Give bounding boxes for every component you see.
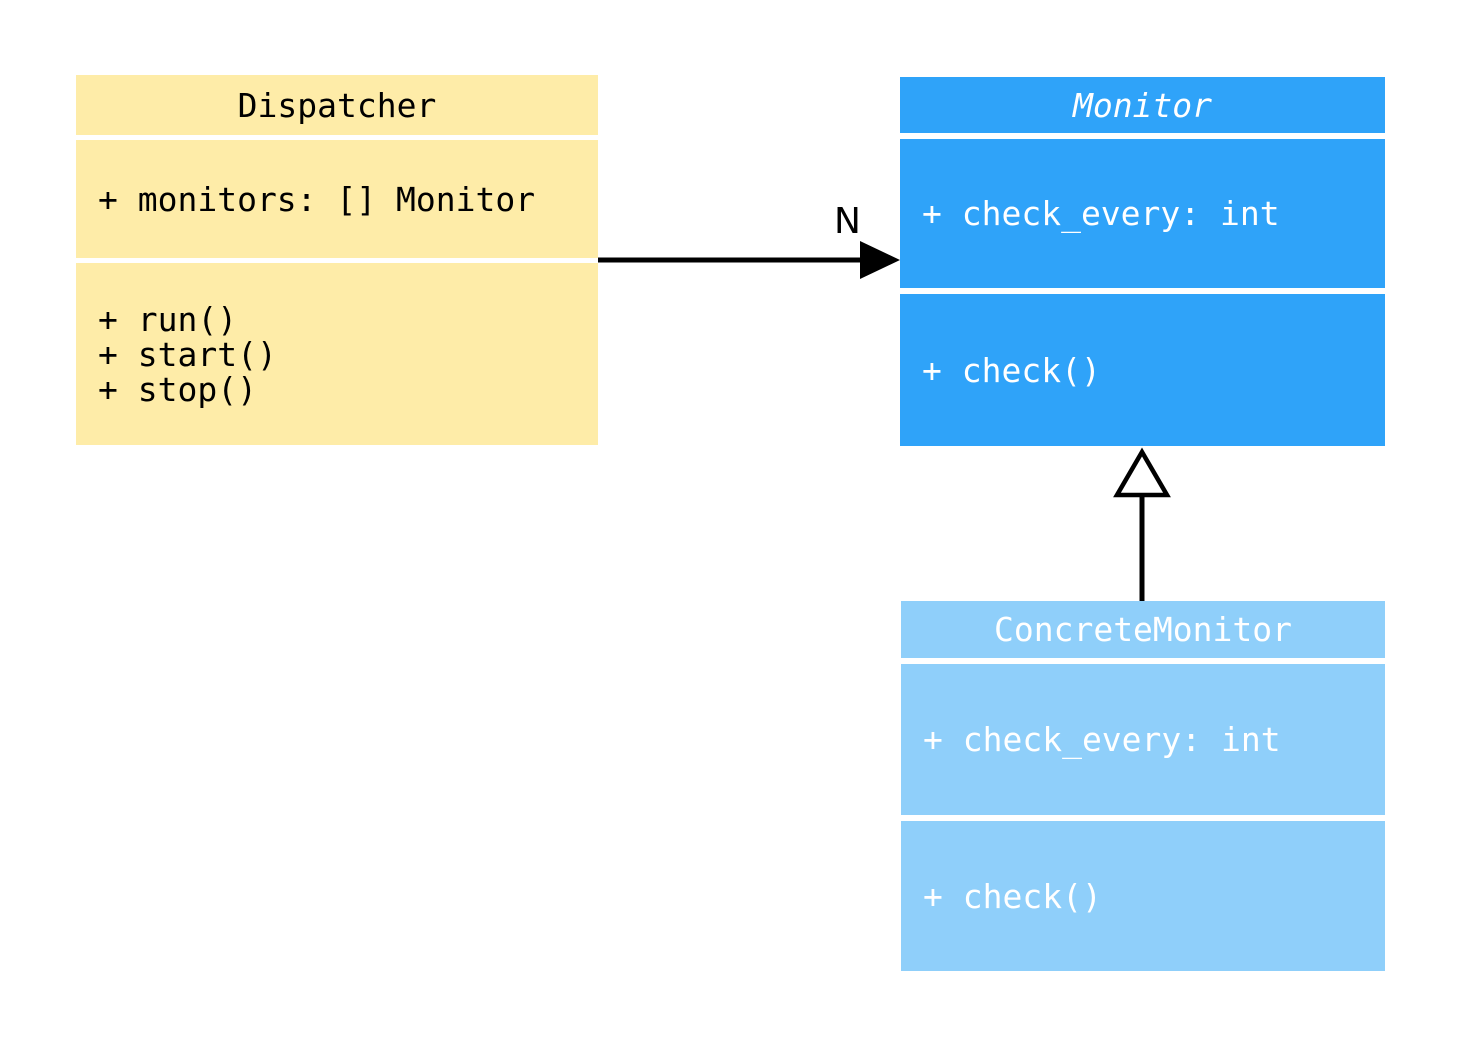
- methods-section-monitor: + check(): [900, 294, 1385, 446]
- class-name-dispatcher: Dispatcher: [76, 75, 598, 135]
- methods-section-concretemonitor: + check(): [901, 821, 1385, 971]
- class-box-dispatcher: Dispatcher + monitors: [] Monitor + run(…: [76, 75, 598, 445]
- methods-section-dispatcher: + run() + start() + stop(): [76, 263, 598, 445]
- inheritance-hollow-triangle-icon: [1113, 447, 1171, 498]
- method-line: + run(): [98, 299, 238, 339]
- attributes-section-monitor: + check_every: int: [900, 139, 1385, 288]
- association-arrowhead-icon: [860, 241, 900, 279]
- attribute-line: + check_every: int: [922, 194, 1280, 233]
- attributes-section-concretemonitor: + check_every: int: [901, 664, 1385, 815]
- class-box-monitor: Monitor + check_every: int + check(): [900, 77, 1385, 446]
- class-box-concretemonitor: ConcreteMonitor + check_every: int + che…: [901, 601, 1385, 971]
- attribute-line: + monitors: [] Monitor: [98, 179, 536, 219]
- class-name-concretemonitor: ConcreteMonitor: [901, 601, 1385, 658]
- class-name-monitor: Monitor: [900, 77, 1385, 133]
- method-line: + check(): [923, 876, 1102, 916]
- inheritance-arrow-concretemonitor-to-monitor: [1113, 447, 1171, 601]
- method-line: + stop(): [98, 369, 257, 409]
- attribute-line: + check_every: int: [923, 720, 1281, 759]
- association-arrow-dispatcher-to-monitor: [598, 241, 900, 279]
- method-line: + start(): [98, 334, 277, 374]
- method-line: + check(): [922, 350, 1101, 390]
- association-multiplicity-label: N: [834, 201, 861, 242]
- attributes-section-dispatcher: + monitors: [] Monitor: [76, 140, 598, 258]
